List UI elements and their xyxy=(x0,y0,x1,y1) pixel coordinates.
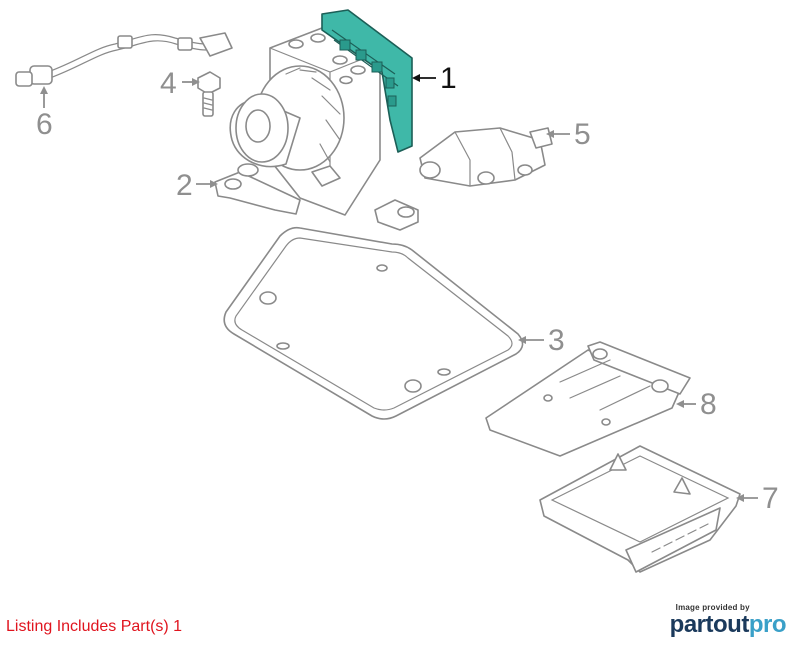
partoutpro-logo: partoutpro xyxy=(669,611,787,638)
part-5-valve[interactable] xyxy=(419,127,553,187)
part-6-speed-sensor[interactable] xyxy=(15,32,233,87)
arrow-4 xyxy=(192,78,200,86)
callout-2: 2 xyxy=(176,169,193,202)
arrow-3 xyxy=(518,336,526,344)
brand-part1: partout xyxy=(669,611,750,638)
listing-includes-text: Listing Includes Part(s) 1 xyxy=(6,618,183,635)
callout-7: 7 xyxy=(762,482,779,515)
arrow-2 xyxy=(210,180,218,188)
callout-8: 8 xyxy=(700,388,717,421)
callout-labels: 1 2 3 4 5 6 7 8 xyxy=(36,62,779,515)
part-3-tray[interactable] xyxy=(223,226,524,420)
callout-5: 5 xyxy=(574,118,591,151)
callout-leaders xyxy=(40,74,758,502)
callout-1: 1 xyxy=(440,62,457,95)
image-provided-by-text: Image provided by xyxy=(675,603,750,612)
abs-modulator-assembly xyxy=(214,27,419,231)
part-7-module[interactable] xyxy=(539,445,741,573)
brand-part2: pro xyxy=(748,611,787,638)
arrow-5 xyxy=(546,130,554,138)
arrow-8 xyxy=(676,400,684,408)
callout-6: 6 xyxy=(36,108,53,141)
callout-3: 3 xyxy=(548,324,565,357)
callout-4: 4 xyxy=(160,67,177,100)
part-4-bolt[interactable] xyxy=(197,71,221,117)
part-8-bracket[interactable] xyxy=(485,341,691,457)
arrow-1 xyxy=(412,74,420,82)
partoutpro-credit: Image provided by partoutpro xyxy=(669,603,787,638)
part-1-control-module[interactable] xyxy=(321,9,413,153)
arrow-6 xyxy=(40,86,48,94)
arrow-7 xyxy=(736,494,744,502)
